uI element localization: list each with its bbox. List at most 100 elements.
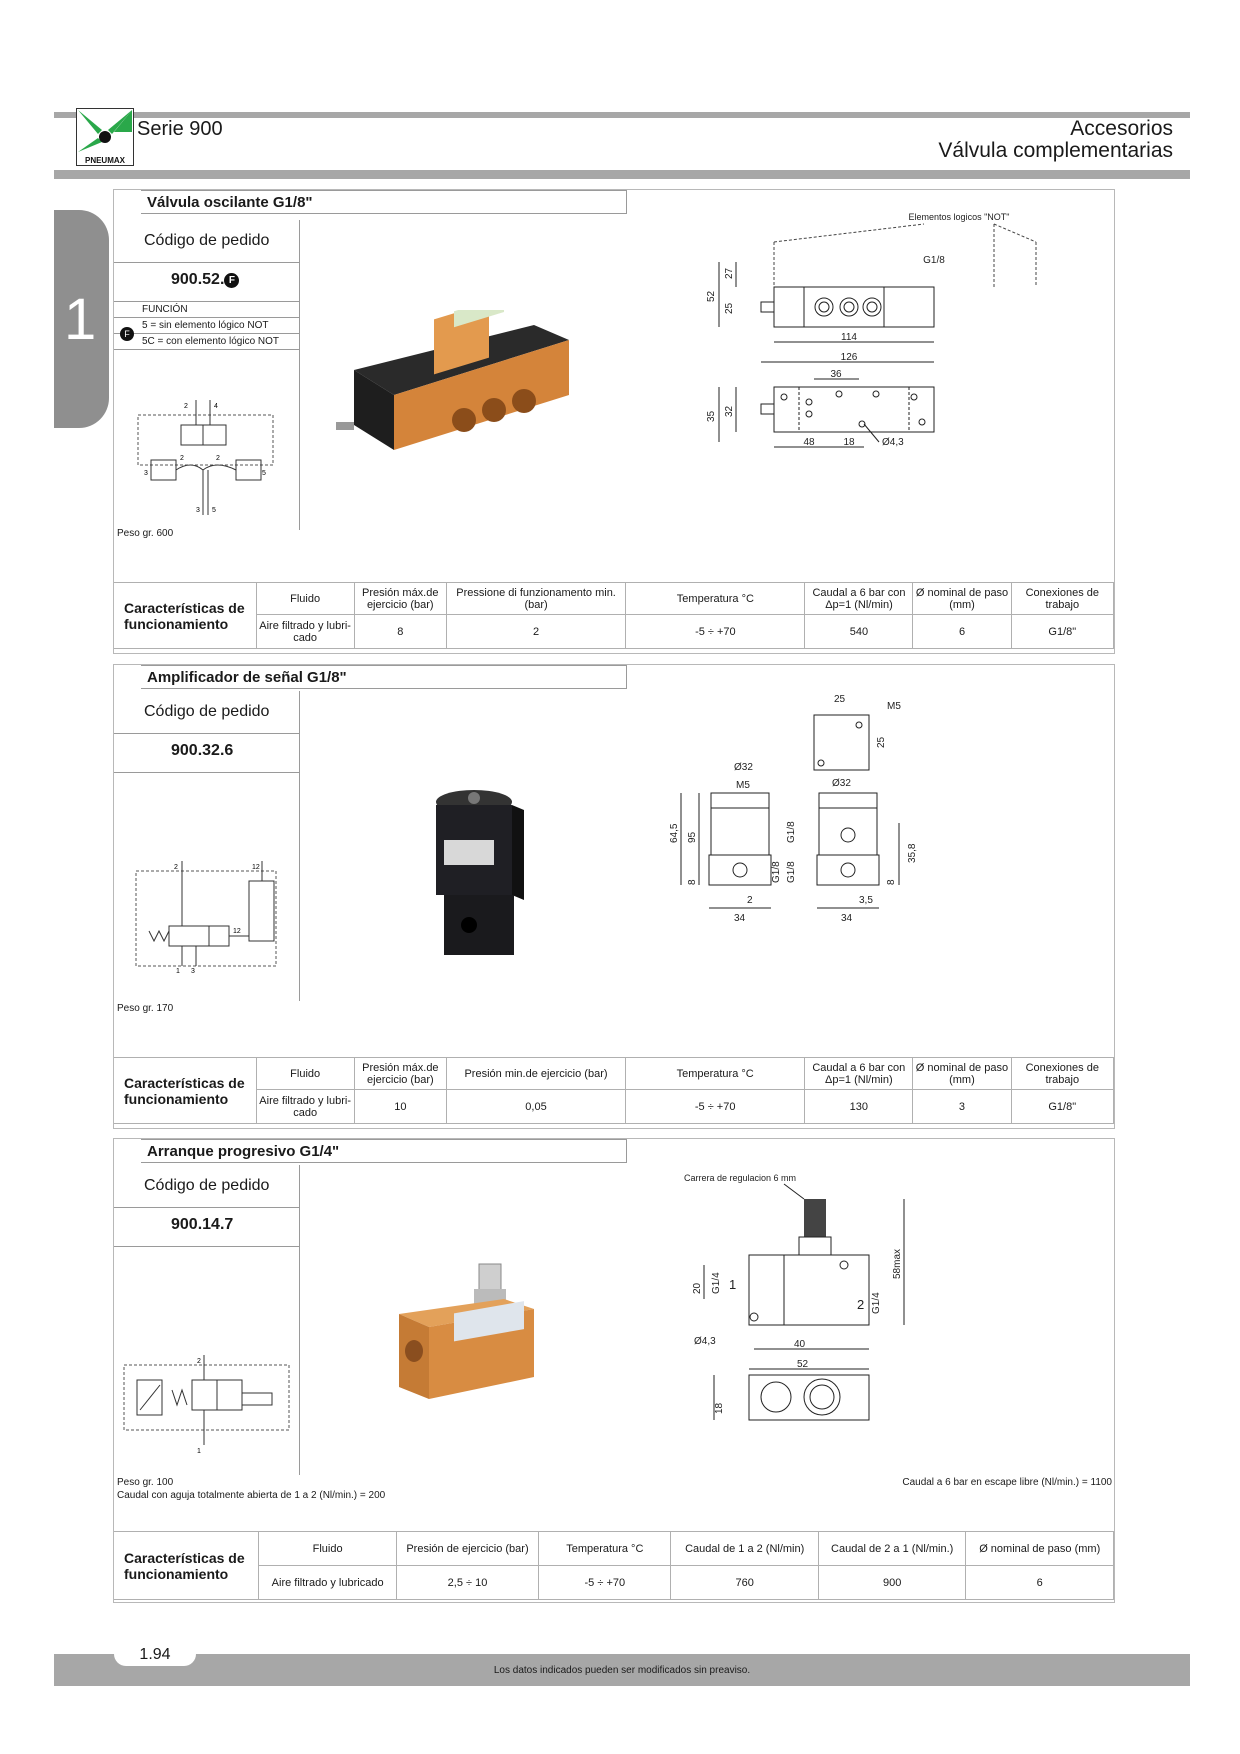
order-code: 900.14.7 [114,1208,299,1247]
svg-text:G1/4: G1/4 [871,1292,882,1314]
spec-header: Fluido [255,582,355,615]
product-photo-amplifier [436,790,524,955]
svg-text:12: 12 [252,864,260,871]
svg-text:G1/4: G1/4 [711,1272,722,1294]
svg-text:G1/8: G1/8 [786,861,797,883]
spec-header: Ø nominal de paso (mm) [912,582,1012,615]
svg-text:Ø4,3: Ø4,3 [694,1336,716,1347]
svg-text:3,5: 3,5 [859,895,873,906]
spec-value: 8 [353,614,447,649]
svg-text:95: 95 [687,831,698,843]
svg-text:G1/8: G1/8 [771,861,782,883]
spec-value: -5 ÷ +70 [624,1089,806,1124]
svg-text:G1/8: G1/8 [923,255,945,266]
svg-text:M5: M5 [887,701,901,712]
svg-text:12: 12 [233,928,241,935]
svg-text:PNEUMAX: PNEUMAX [85,156,126,165]
svg-text:1: 1 [729,1277,736,1292]
svg-text:27: 27 [724,267,735,279]
spec-value: 6 [965,1565,1114,1600]
function-header: FUNCIÓN [114,302,299,318]
section-title: Arranque progresivo G1/4" [141,1139,627,1163]
technical-drawing-valve: Elementos logicos "NOT" G1/8 52 27 25 11… [706,212,1037,448]
chapter-number: 1 [64,287,97,352]
order-box: Código de pedido 900.52.F F FUNCIÓN 5 = … [114,220,300,530]
spec-header: Presión máx.de ejercicio (bar) [353,1057,448,1090]
spec-value: 10 [353,1089,448,1124]
section-arranque-progresivo: Arranque progresivo G1/4" Código de pedi… [113,1138,1115,1603]
svg-text:2: 2 [857,1297,864,1312]
spec-header: Caudal de 1 a 2 (Nl/min) [670,1531,819,1566]
svg-text:2: 2 [180,455,184,462]
spec-value: 760 [670,1565,819,1600]
svg-text:4: 4 [214,403,218,410]
spec-value: G1/8" [1010,1089,1115,1124]
svg-text:3: 3 [144,470,148,477]
svg-text:52: 52 [797,1359,809,1370]
spec-value: Aire filtrado y lubri-cado [255,614,355,649]
section-amplificador: Amplificador de señal G1/8" Código de pe… [113,664,1115,1129]
spec-header: Pressione di funzionamento min. (bar) [445,582,627,615]
spec-value: -5 ÷ +70 [625,614,806,649]
order-code: 900.52.F [114,263,299,302]
spec-header: Ø nominal de paso (mm) [912,1057,1012,1090]
order-label: Código de pedido [114,1165,299,1208]
spec-table: Características de funcionamiento Fluido… [114,1531,1114,1600]
section-title: Válvula oscilante G1/8" [141,190,627,214]
svg-text:5: 5 [262,470,266,477]
subcategory-title: Válvula complementarias [938,139,1173,162]
svg-text:64,5: 64,5 [669,823,680,843]
svg-text:35: 35 [706,410,717,422]
spec-header: Ø nominal de paso (mm) [965,1531,1114,1566]
svg-text:34: 34 [841,913,853,924]
function-option-5: 5 = sin elemento lógico NOT [114,318,299,334]
flow-note-exhaust: Caudal a 6 bar en escape libre (Nl/min.)… [902,1477,1112,1488]
chapter-tab: 1 [54,210,109,428]
svg-text:25: 25 [834,694,846,705]
svg-text:58max: 58max [892,1249,903,1279]
svg-text:Elementos logicos "NOT": Elementos logicos "NOT" [909,212,1010,222]
spec-header: Caudal a 6 bar con Δp=1 (Nl/min) [804,582,914,615]
spec-header: Presión máx.de ejercicio (bar) [353,582,447,615]
series-title: Serie 900 [137,118,223,140]
svg-text:Ø32: Ø32 [832,778,851,789]
svg-text:34: 34 [734,913,746,924]
spec-value: 3 [912,1089,1012,1124]
spec-table: Características de funcionamiento Fluido… [114,1057,1115,1124]
footer-disclaimer: Los datos indicados pueden ser modificad… [493,1665,751,1676]
order-box: Código de pedido 900.14.7 2 1 [114,1165,300,1475]
order-label: Código de pedido [114,691,299,734]
spec-header: Conexiones de trabajo [1010,1057,1115,1090]
header-rule [54,112,1190,118]
svg-text:2: 2 [216,455,220,462]
svg-text:25: 25 [876,736,887,748]
svg-text:52: 52 [706,290,717,302]
svg-text:126: 126 [841,352,858,363]
svg-text:35,8: 35,8 [907,843,918,863]
flow-note-needle: Caudal con aguja totalmente abierta de 1… [117,1490,386,1501]
spec-value: G1/8" [1010,614,1115,649]
page-number: 1.94 [114,1644,196,1666]
category-title: Accesorios [1070,117,1173,140]
spec-header: Presión min.de ejercicio (bar) [446,1057,626,1090]
spec-title: Características de funcionamiento [114,1531,260,1600]
section-valvula-oscilante: Válvula oscilante G1/8" Código de pedido… [113,189,1115,654]
svg-text:M5: M5 [736,780,750,791]
svg-text:1: 1 [197,1448,201,1455]
spec-title: Características de funcionamiento [114,582,257,649]
spec-title: Características de funcionamiento [114,1057,257,1124]
spec-value: Aire filtrado y lubricado [258,1565,397,1600]
spec-value: 540 [804,614,914,649]
order-label: Código de pedido [114,220,299,263]
spec-value: Aire filtrado y lubri-cado [255,1089,355,1124]
svg-text:48: 48 [803,437,815,448]
function-option-5c: 5C = con elemento lógico NOT [114,334,299,350]
technical-drawing-soft-start: Carrera de regulacion 6 mm 58max 20 G1/4… [684,1173,905,1421]
svg-text:25: 25 [724,302,735,314]
order-marker: F [224,273,240,288]
header-band [54,170,1190,179]
spec-value: 900 [817,1565,967,1600]
svg-text:2: 2 [184,403,188,410]
spec-table: Características de funcionamiento Fluido… [114,582,1115,649]
spec-header: Temperatura °C [538,1531,672,1566]
